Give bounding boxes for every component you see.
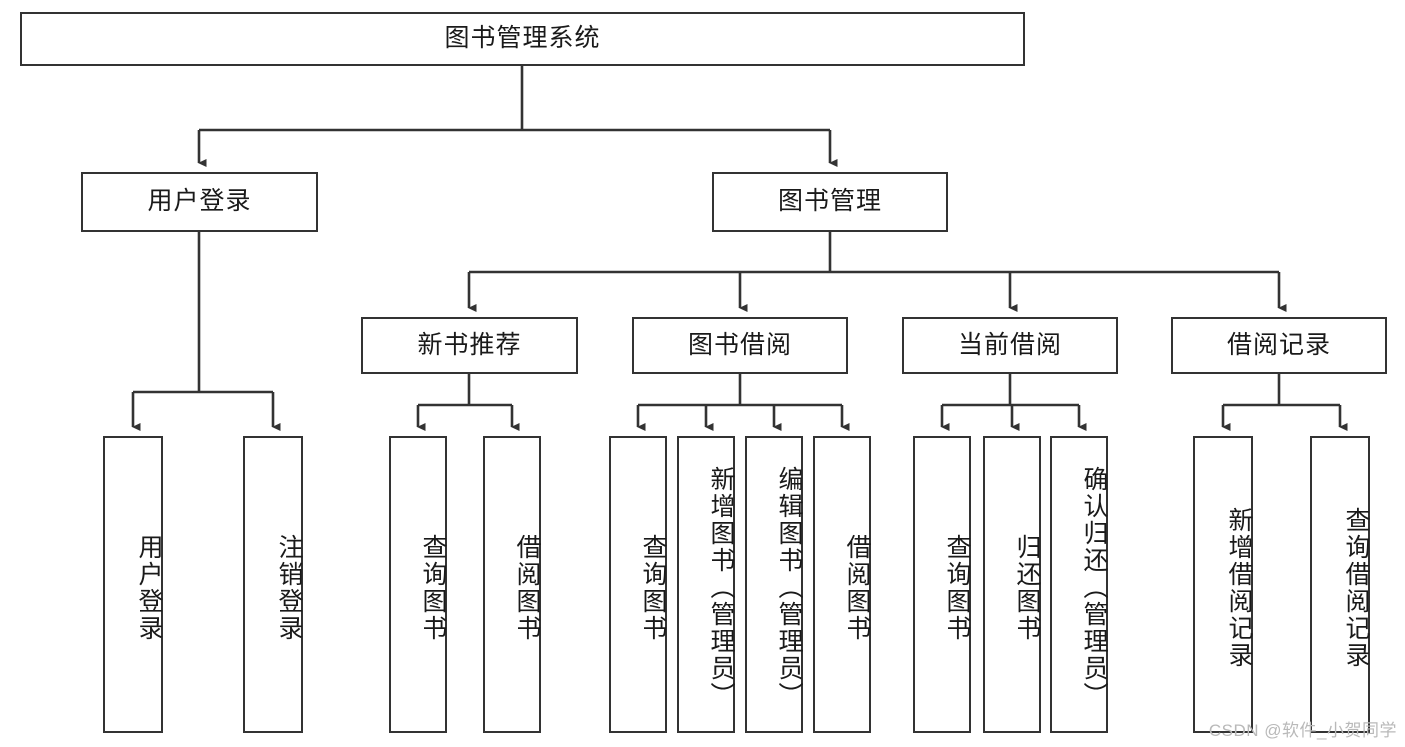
node-label: 查询图书 — [639, 533, 667, 642]
node-leaf-borrow-borrow-book[interactable]: 借阅图书 — [813, 436, 871, 733]
node-label: 编辑图书（管理员） — [775, 466, 803, 709]
node-book-borrow[interactable]: 图书借阅 — [632, 317, 848, 374]
node-label: 当前借阅 — [957, 330, 1062, 359]
node-label: 确认归还（管理员） — [1080, 466, 1108, 709]
node-label: 图书管理系统 — [444, 24, 601, 53]
node-label: 借阅记录 — [1226, 330, 1331, 359]
node-label: 新增图书（管理员） — [707, 466, 735, 709]
node-label: 查询借阅记录 — [1342, 506, 1370, 669]
node-leaf-current-query-book[interactable]: 查询图书 — [913, 436, 971, 733]
node-leaf-user-login[interactable]: 用户登录 — [103, 436, 163, 733]
node-leaf-borrow-add-book-admin[interactable]: 新增图书（管理员） — [677, 436, 735, 733]
node-leaf-current-return-book[interactable]: 归还图书 — [983, 436, 1041, 733]
node-label: 查询图书 — [419, 533, 447, 642]
csdn-watermark: CSDN @软件_小贺同学 — [1208, 721, 1397, 740]
node-label: 图书管理 — [777, 187, 882, 216]
node-label: 借阅图书 — [513, 533, 541, 642]
node-leaf-logout[interactable]: 注销登录 — [243, 436, 303, 733]
node-label: 新增借阅记录 — [1225, 506, 1253, 669]
node-label: 新书推荐 — [417, 330, 522, 359]
node-label: 注销登录 — [275, 533, 303, 642]
node-new-book-recommend[interactable]: 新书推荐 — [361, 317, 578, 374]
node-leaf-borrow-query-book[interactable]: 查询图书 — [609, 436, 667, 733]
node-leaf-newbook-query-book[interactable]: 查询图书 — [389, 436, 447, 733]
node-borrow-record[interactable]: 借阅记录 — [1171, 317, 1387, 374]
node-leaf-newbook-borrow-book[interactable]: 借阅图书 — [483, 436, 541, 733]
node-leaf-borrow-edit-book-admin[interactable]: 编辑图书（管理员） — [745, 436, 803, 733]
node-book-management[interactable]: 图书管理 — [712, 172, 948, 232]
node-leaf-current-confirm-return-admin[interactable]: 确认归还（管理员） — [1050, 436, 1108, 733]
node-label: 归还图书 — [1013, 533, 1041, 642]
node-leaf-record-query-borrow-record[interactable]: 查询借阅记录 — [1310, 436, 1370, 733]
node-label: 查询图书 — [943, 533, 971, 642]
node-label: 图书借阅 — [687, 330, 792, 359]
node-label: 用户登录 — [147, 187, 252, 216]
node-leaf-record-add-borrow-record[interactable]: 新增借阅记录 — [1193, 436, 1253, 733]
node-label: 借阅图书 — [843, 533, 871, 642]
node-user-login[interactable]: 用户登录 — [81, 172, 318, 232]
node-root-book-management-system[interactable]: 图书管理系统 — [20, 12, 1025, 66]
node-label: 用户登录 — [135, 533, 163, 642]
node-current-borrow[interactable]: 当前借阅 — [902, 317, 1118, 374]
